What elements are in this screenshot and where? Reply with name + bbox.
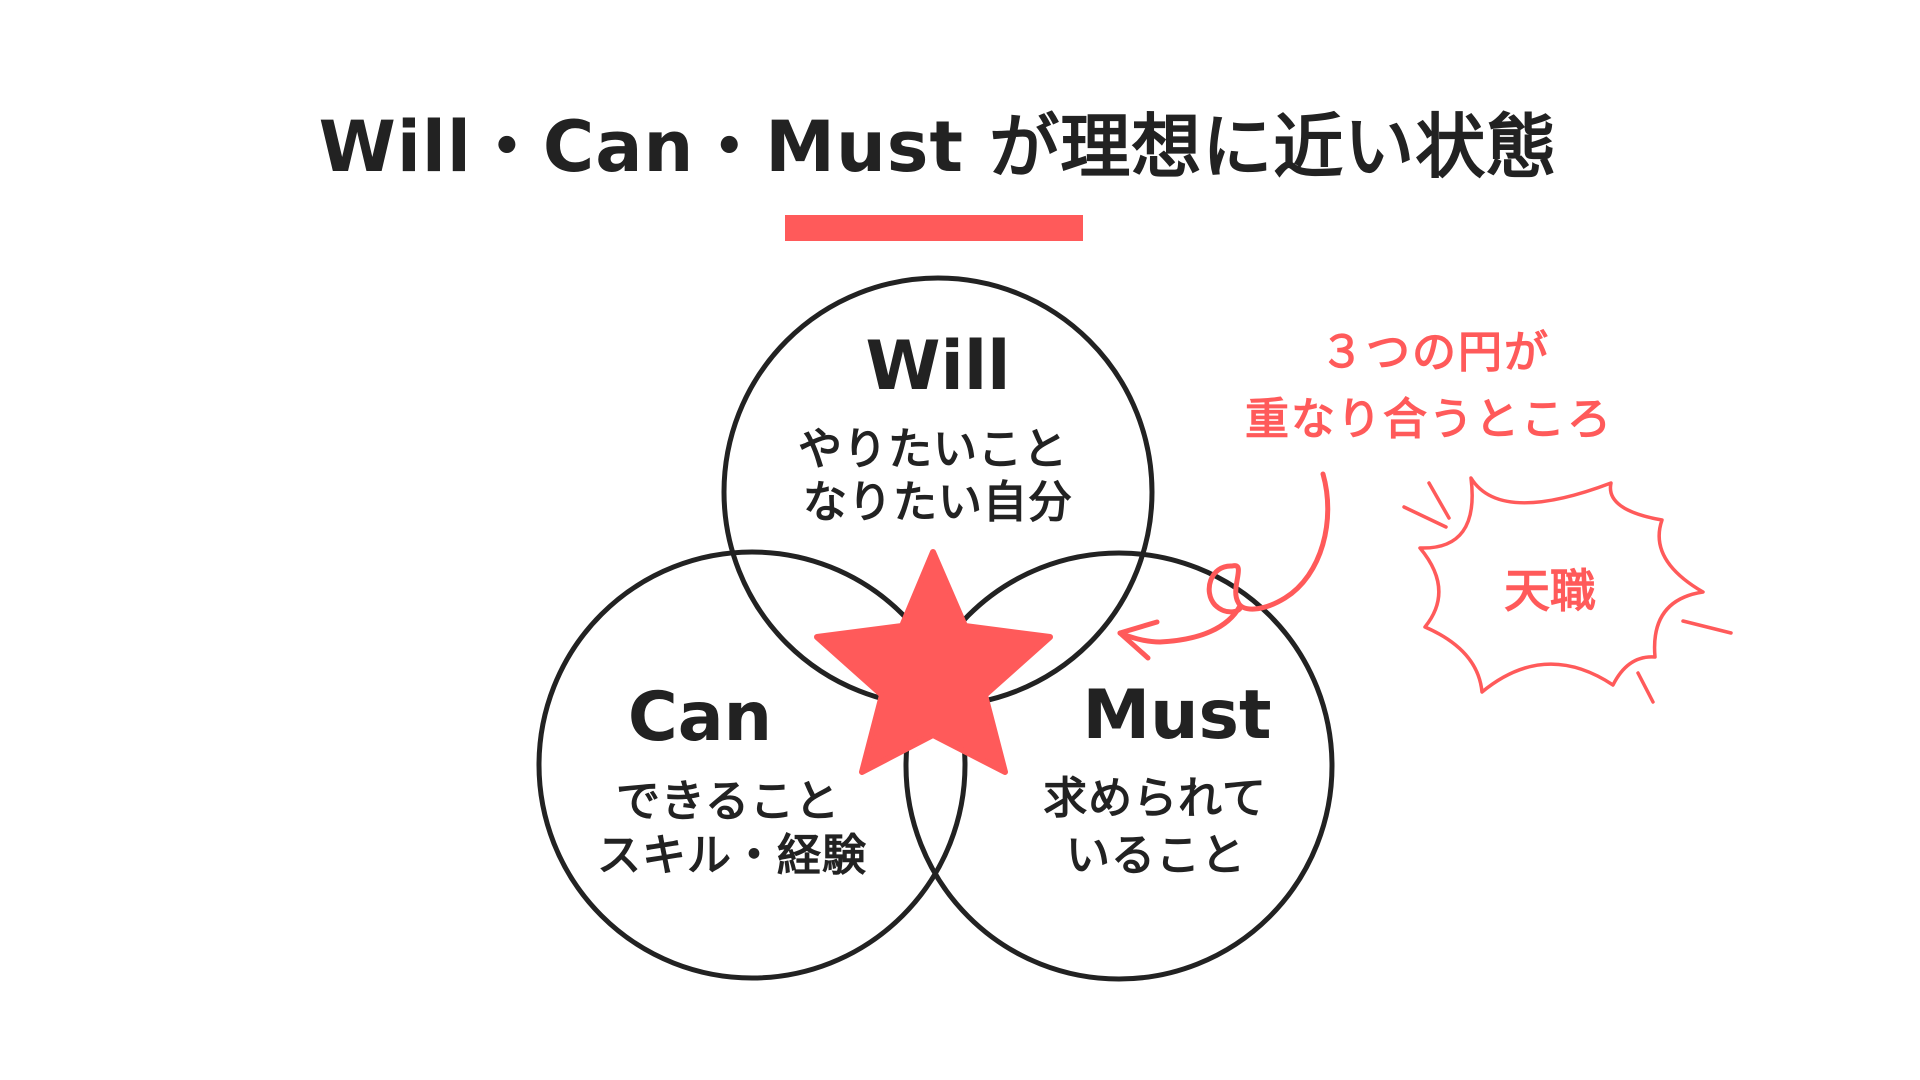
speech-burst-icon [1402, 476, 1733, 704]
will-line-2: なりたい自分 [803, 477, 1073, 528]
will-line-1: やりたいこと [798, 424, 1068, 475]
must-circle [903, 550, 1335, 982]
annotation-line-1: ３つの円が [1320, 327, 1550, 378]
can-circle [536, 549, 968, 981]
can-line-1: できること [615, 776, 841, 827]
must-line-2: いること [1066, 830, 1246, 881]
curly-arrow-icon [1117, 471, 1331, 661]
title-underline-bar [785, 215, 1083, 241]
annotation-line-2: 重なり合うところ [1245, 394, 1613, 445]
page-title: Will・Can・Must が理想に近い状態 [318, 106, 1558, 188]
star-icon [814, 549, 1053, 775]
burst-label: 天職 [1504, 564, 1596, 618]
can-line-2: スキル・経験 [597, 830, 867, 881]
must-heading: Must [1082, 676, 1272, 755]
must-line-1: 求められて [1043, 773, 1267, 824]
can-heading: Can [627, 678, 773, 757]
will-heading: Will [865, 327, 1011, 406]
